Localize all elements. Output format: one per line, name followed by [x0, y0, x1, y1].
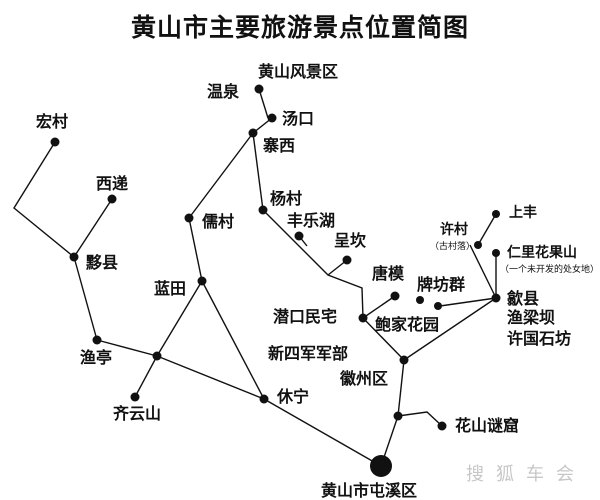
- marker-shangfeng[interactable]: [492, 210, 500, 218]
- label-yixian: 黟县: [86, 253, 118, 272]
- label-xucun: 许村: [440, 221, 468, 238]
- label-qiankou: 潜口民宅: [273, 307, 337, 326]
- marker-zhaixi[interactable]: [248, 128, 258, 138]
- road-network: [13, 88, 497, 467]
- label-chengkan: 呈坎: [334, 231, 366, 250]
- road-xiuning-tunxi: [263, 398, 382, 467]
- road-zhaixi-yangcun: [252, 132, 264, 211]
- label-huashan-grotto: 花山谜窟: [455, 416, 519, 435]
- road-junction-xiuning: [156, 355, 265, 400]
- label-huangshan-scenic: 黄山风景区: [258, 62, 338, 81]
- label-xiuning: 休宁: [276, 387, 309, 406]
- marker-tangmo[interactable]: [390, 291, 400, 301]
- road-hongcun-yixian: [13, 141, 75, 258]
- marker-paifang-1[interactable]: [416, 296, 424, 304]
- marker-xidi[interactable]: [107, 194, 117, 204]
- marker-hongcun[interactable]: [50, 137, 60, 147]
- label-shangfeng: 上丰: [509, 204, 537, 221]
- road-yuting-junction: [96, 339, 158, 357]
- label-tangkou: 汤口: [282, 109, 314, 128]
- road-xidi-yixian: [73, 198, 113, 258]
- marker-chengkan[interactable]: [342, 255, 352, 265]
- marker-fengle-lake[interactable]: [294, 231, 304, 241]
- marker-rucun[interactable]: [184, 213, 194, 223]
- place-markers: [50, 84, 501, 477]
- label-rucun: 儒村: [202, 212, 234, 231]
- road-yixian-yuting: [73, 256, 98, 341]
- label-zhaixi: 寨西: [262, 136, 295, 155]
- label-lantian: 蓝田: [154, 279, 186, 298]
- road-paifang-branch: [439, 297, 497, 307]
- label-fengle-lake: 丰乐湖: [287, 211, 335, 230]
- map-title: 黄山市主要旅游景点位置简图: [130, 13, 469, 42]
- label-qiyunshan: 齐云山: [113, 404, 161, 423]
- marker-huashan[interactable]: [437, 421, 447, 431]
- road-huizhou-shexian: [403, 297, 497, 361]
- label-xidi: 西递: [96, 174, 128, 193]
- road-junction-qiyunshan: [134, 355, 158, 398]
- label-huizhou-district: 徽州区: [339, 369, 388, 388]
- marker-huashan-node[interactable]: [393, 411, 403, 421]
- road-rucun-zhaixi: [188, 132, 254, 219]
- road-qiankou-huizhou: [362, 317, 405, 361]
- watermark: 搜狐车会: [466, 464, 586, 485]
- label-renli-note: （一个未开发的处女地）: [500, 263, 599, 275]
- marker-qiyunshan[interactable]: [130, 392, 140, 402]
- marker-shexian[interactable]: [491, 293, 501, 303]
- label-xucun-note: （古村落）: [430, 240, 475, 252]
- marker-yixian[interactable]: [69, 252, 79, 262]
- road-node-huashan: [397, 411, 443, 427]
- label-yangcun: 杨村: [270, 189, 302, 208]
- road-tangmo-branch: [362, 295, 396, 319]
- road-yangcun-qiankou: [262, 209, 364, 319]
- road-shexian-xucun: [469, 244, 497, 299]
- label-paifang-group: 牌坊群: [417, 275, 465, 294]
- marker-qiankou[interactable]: [358, 313, 368, 323]
- marker-xiuning[interactable]: [259, 394, 269, 404]
- marker-yangcun[interactable]: [258, 205, 268, 215]
- marker-renli[interactable]: [492, 249, 500, 257]
- marker-tangkou[interactable]: [267, 113, 277, 123]
- label-yuliangba: 渔梁坝: [507, 308, 555, 327]
- marker-junction[interactable]: [152, 351, 162, 361]
- label-renli: 仁里花果山: [507, 244, 577, 261]
- road-lantian-rucun: [188, 217, 203, 282]
- marker-lantian[interactable]: [197, 276, 207, 286]
- marker-tunxi[interactable]: [370, 455, 392, 477]
- road-huizhou-node: [397, 359, 405, 417]
- road-xucun-shangfeng: [477, 213, 497, 246]
- label-tangmo: 唐模: [372, 264, 405, 283]
- label-tunxi: 黄山市屯溪区: [321, 481, 417, 500]
- place-labels: 黄山风景区 温泉 汤口 寨西 宏村 西递 黟县 儒村 杨村 丰乐湖 呈坎 蓝田 …: [36, 62, 599, 500]
- label-new4army: 新四军军部: [268, 344, 348, 363]
- marker-wenquan[interactable]: [254, 84, 264, 94]
- label-shexian: 歙县: [506, 289, 539, 308]
- label-xuguo-arch: 许国石坊: [507, 329, 571, 348]
- label-hongcun: 宏村: [36, 112, 68, 131]
- marker-paifang-2[interactable]: [434, 302, 442, 310]
- road-junction-lantian: [156, 280, 203, 357]
- road-wenquan-zhaixi: [258, 88, 269, 119]
- marker-huizhou[interactable]: [399, 355, 409, 365]
- label-baojia-garden: 鲍家花园: [375, 315, 439, 334]
- marker-yuting[interactable]: [92, 335, 102, 345]
- label-yuting: 渔亭: [80, 348, 112, 367]
- label-wenquan: 温泉: [206, 82, 240, 101]
- marker-xucun[interactable]: [474, 241, 482, 249]
- road-lantian-xiuning: [201, 280, 265, 400]
